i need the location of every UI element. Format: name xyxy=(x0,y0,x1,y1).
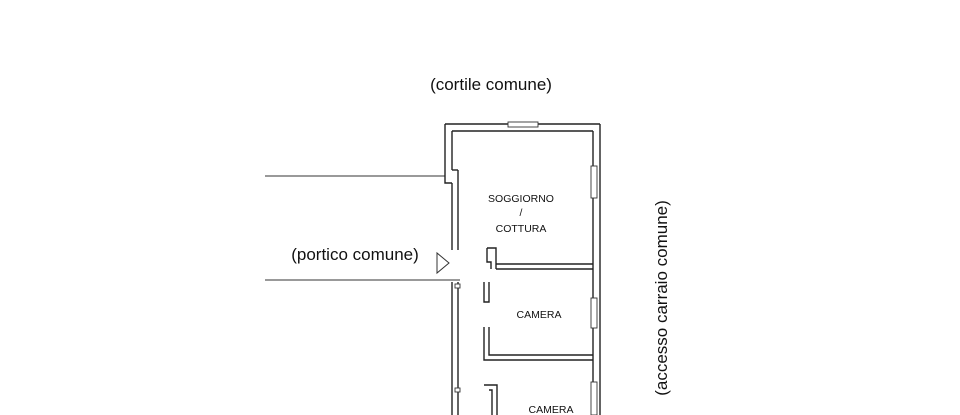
room-label-living-1: SOGGIORNO xyxy=(488,193,554,205)
room-label-living-3: COTTURA xyxy=(496,223,547,235)
windows xyxy=(454,121,598,415)
interior-walls xyxy=(483,247,593,415)
courtyard-label: (cortile comune) xyxy=(430,75,552,94)
driveway-label: (accesso carraio comune) xyxy=(652,200,671,396)
room-label-bedroom-1: CAMERA xyxy=(517,309,562,321)
portico-label: (portico comune) xyxy=(291,245,419,264)
room-label-living-2: / xyxy=(520,207,523,219)
room-label-bedroom-2: CAMERA xyxy=(529,404,574,415)
portico-outline xyxy=(265,175,460,281)
entrance-arrow-icon xyxy=(436,251,450,275)
